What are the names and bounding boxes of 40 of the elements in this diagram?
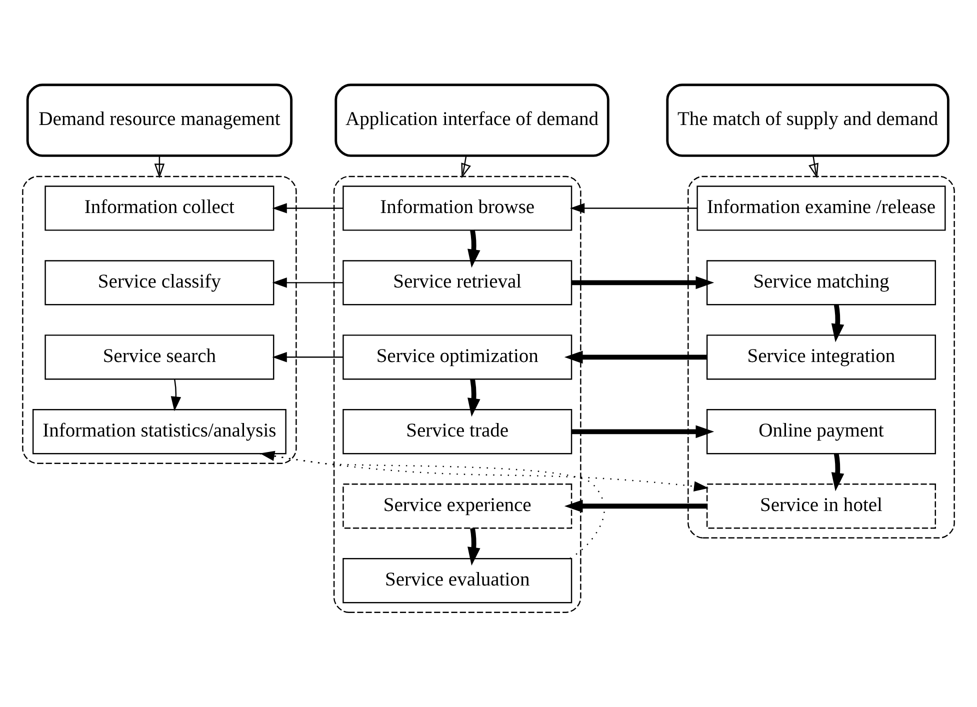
node-box: Service classify [44,260,274,306]
cluster [333,176,582,613]
arrow [154,156,165,178]
node-box: The match of supply and demand [666,84,950,157]
arrow [260,450,605,559]
node-box: Information statistics/analysis [32,409,286,454]
arrow [468,528,480,566]
arrow [808,156,818,178]
node-box: Service in hotel [706,484,936,529]
arrow [572,425,714,438]
node-box: Service experience [342,484,572,529]
arrow [564,500,707,513]
cluster [22,176,297,464]
arrow [564,350,707,364]
arrow [272,278,344,288]
arrow [170,379,182,412]
arrow [570,203,697,214]
node-box: Service evaluation [342,558,572,604]
node-box: Information browse [342,186,572,231]
arrow [272,352,344,362]
node-box: Information examine /release [696,186,946,231]
node-box: Service trade [342,409,572,454]
node-box: Application interface of demand [334,84,610,157]
arrow [572,276,714,290]
node-box: Service optimization [342,334,572,380]
arrow [260,453,709,492]
arrow [461,156,471,178]
arrow [272,203,344,214]
arrow [831,304,844,342]
node-box: Information collect [44,186,274,231]
node-box: Service search [44,334,274,380]
cluster [688,176,955,538]
arrow [468,378,480,417]
node-box: Online payment [706,409,936,454]
node-box: Demand resource management [26,84,293,157]
node-box: Service integration [706,334,936,380]
arrow [468,230,480,268]
arrow [831,453,844,492]
node-box: Service matching [706,260,936,306]
node-box: Service retrieval [342,260,572,306]
